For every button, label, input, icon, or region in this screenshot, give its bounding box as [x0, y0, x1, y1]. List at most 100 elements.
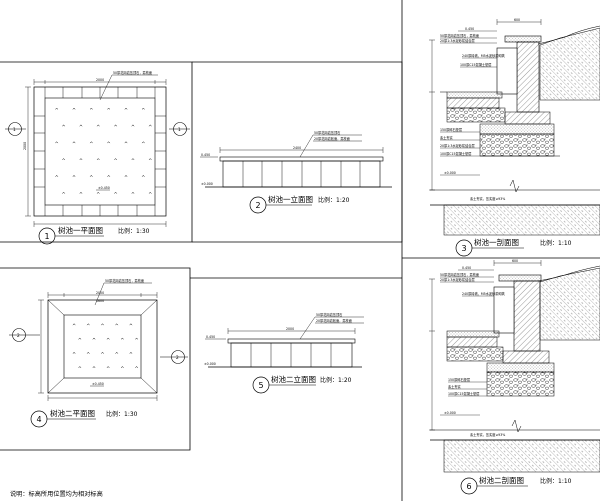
soil-mark: [89, 107, 93, 110]
sec2-ground: 素土夯实，压实度≥93%: [470, 432, 505, 437]
soil-mark: [131, 191, 135, 194]
plan1-level: ±0.450: [98, 186, 110, 190]
soil-mark: [106, 366, 110, 369]
panel6-scale: 比例：1:10: [540, 477, 572, 485]
soil-mark: [120, 366, 124, 369]
soil-mark: [101, 351, 104, 354]
panel6-number: 6: [467, 482, 472, 491]
soil-mark: [86, 323, 90, 326]
soil-mark: [114, 124, 117, 127]
panel-section-1: 600 0.450 50厚花岗岩压顶石，荔枝面 20厚1:3水泥砂浆结合层 24…: [429, 18, 600, 257]
plan2-level: ±0.450: [92, 382, 104, 386]
sec1-dim-top: 600: [514, 18, 520, 22]
soil-mark: [141, 174, 145, 177]
panel-section-2: 600 0.450 50厚花岗岩压顶石，荔枝面 20厚1:3水泥砂浆结合层 24…: [429, 259, 600, 495]
soil-mark: [62, 158, 65, 161]
elev2-callout2: 20厚花岗岩贴面，荔枝面: [316, 318, 352, 323]
elev2-dim: 2000: [286, 327, 294, 331]
plan2-callout: 50厚花岗岩压顶石，荔枝面: [105, 278, 144, 283]
svg-text:1: 1: [178, 127, 181, 132]
panel4-number: 4: [37, 415, 42, 424]
soil-mark: [79, 124, 83, 127]
sec2-dim-top: 600: [512, 259, 518, 263]
soil-mark: [107, 107, 111, 110]
soil-mark: [124, 141, 128, 144]
soil-mark: [114, 158, 117, 161]
elev1-level-top: 0.450: [201, 153, 210, 157]
plan2-dim-sub: 1600: [96, 299, 104, 303]
panel3-title: 树池一剖面图: [474, 237, 519, 247]
sec1-callout-b: 20厚1:3水泥砂浆结合层: [440, 38, 475, 43]
soil-mark: [79, 158, 83, 161]
soil-mark: [120, 337, 124, 340]
soil-marks: [55, 107, 152, 194]
soil-mark: [55, 141, 59, 144]
sec2-callout-a: 50厚花岗岩压顶石，荔枝面: [440, 272, 479, 277]
panel-plan-2: 2000 1600 50厚花岗岩压顶石，荔枝面 ±0.450 22 4 树池二平…: [9, 278, 188, 428]
soil-mark: [101, 323, 104, 326]
soil-mark: [107, 174, 111, 177]
soil-mark: [72, 174, 76, 177]
sec2-level: 0.450: [462, 266, 471, 270]
soil-marks-2: [72, 323, 138, 369]
soil-mark: [131, 124, 135, 127]
plan1-dim-side: 2000: [23, 142, 27, 150]
elev2-level-bottom: ±0.000: [204, 362, 216, 366]
sheet-note: 说明：标高所用位置均为相对标高: [10, 490, 103, 498]
sec1-callout-e: 150厚碎石垫层: [440, 127, 462, 132]
soil-mark: [124, 174, 128, 177]
panel4-scale: 比例：1:30: [106, 410, 138, 418]
soil-mark: [72, 323, 76, 326]
soil-mark: [79, 191, 83, 194]
panel1-title: 树池一平面图: [58, 225, 103, 235]
panel-elevation-1: 2400 50厚花岗岩压顶石 20厚花岗岩贴面，荔枝面 0.450 ±0.000…: [200, 130, 392, 214]
soil-mark: [148, 158, 152, 161]
elev1-callout1: 50厚花岗岩压顶石: [314, 130, 340, 135]
soil-mark: [92, 366, 96, 369]
panel1-scale: 比例：1:30: [118, 227, 150, 235]
soil-mark: [129, 351, 133, 354]
elev2-callout1: 50厚花岗岩压顶石: [316, 312, 342, 317]
soil-mark: [141, 141, 145, 144]
sec2-callout-d: 100厚C15混凝土垫层: [448, 391, 480, 396]
elev1-level-bottom: ±0.000: [201, 182, 213, 186]
soil-mark: [96, 124, 100, 127]
soil-mark: [135, 337, 138, 340]
soil-mark: [124, 107, 128, 110]
soil-mark: [89, 141, 93, 144]
soil-mark: [55, 107, 59, 110]
sec1-callout-d: 100厚C15混凝土垫层: [460, 62, 492, 67]
elev1-dim: 2400: [293, 146, 301, 150]
panel2-scale: 比例：1:20: [318, 196, 350, 204]
panel2-number: 2: [256, 201, 261, 210]
panel2-title: 树池一立面图: [268, 194, 313, 204]
soil-mark: [92, 337, 96, 340]
soil-mark: [72, 351, 76, 354]
soil-mark: [148, 191, 152, 194]
plan1-dim-top: 2000: [96, 78, 104, 82]
sec2-callout-e: 150厚碎石垫层: [448, 377, 470, 382]
sec1-level-base: ±0.000: [444, 171, 456, 175]
panel5-title: 树池二立面图: [271, 374, 316, 384]
soil-mark: [86, 351, 90, 354]
panel4-title: 树池二平面图: [50, 408, 95, 418]
sec1-callout-f: 素土夯实: [440, 135, 453, 140]
panel-elevation-2: 2000 50厚花岗岩压顶石 20厚花岗岩贴面，荔枝面 0.450 ±0.000…: [204, 312, 364, 394]
panel6-title: 树池二剖面图: [479, 475, 524, 485]
soil-mark: [78, 337, 82, 340]
soil-mark: [148, 124, 152, 127]
sec2-callout-f: 素土夯实: [448, 384, 461, 389]
panel3-number: 3: [462, 244, 467, 253]
panel3-scale: 比例：1:10: [540, 239, 572, 247]
sec1-ground: 素土夯实，压实度≥93%: [470, 196, 505, 201]
soil-mark: [141, 107, 145, 110]
panel5-scale: 比例：1:20: [320, 376, 352, 384]
soil-mark: [107, 141, 111, 144]
soil-mark: [129, 323, 133, 326]
soil-mark: [96, 191, 100, 194]
svg-text:2: 2: [176, 355, 179, 360]
sec1-level: 0.450: [465, 27, 474, 31]
sec1-callout-d2: 100厚C15混凝土垫层: [440, 151, 472, 156]
soil-mark: [135, 366, 138, 369]
